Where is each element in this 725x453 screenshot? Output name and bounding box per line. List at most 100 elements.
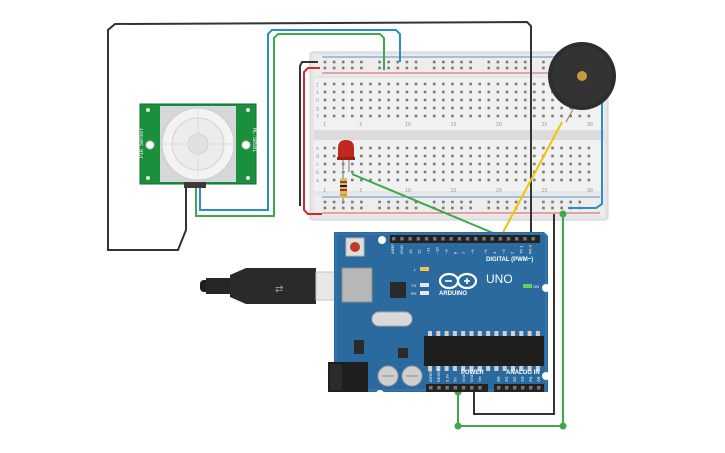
breadboard-hole[interactable]: [569, 114, 572, 118]
breadboard-hole[interactable]: [578, 162, 582, 166]
breadboard-hole[interactable]: [405, 162, 409, 166]
breadboard-hole[interactable]: [551, 114, 554, 118]
breadboard-hole[interactable]: [360, 146, 363, 150]
breadboard-hole[interactable]: [505, 98, 509, 102]
breadboard-hole[interactable]: [414, 154, 418, 158]
rail-hole[interactable]: [387, 200, 390, 204]
rail-hole[interactable]: [523, 66, 527, 70]
breadboard-hole[interactable]: [341, 98, 345, 102]
rail-hole[interactable]: [360, 206, 363, 210]
breadboard-hole[interactable]: [332, 114, 336, 118]
breadboard-hole[interactable]: [423, 170, 427, 174]
digital-pin[interactable]: [457, 237, 462, 241]
rail-hole[interactable]: [487, 206, 491, 210]
breadboard-hole[interactable]: [487, 178, 491, 182]
breadboard-hole[interactable]: [560, 114, 563, 118]
breadboard-hole[interactable]: [332, 98, 336, 102]
breadboard-hole[interactable]: [460, 146, 463, 150]
breadboard-hole[interactable]: [533, 114, 536, 118]
breadboard-hole[interactable]: [378, 106, 381, 110]
breadboard-hole[interactable]: [387, 178, 390, 182]
rail-hole[interactable]: [469, 200, 472, 204]
breadboard-hole[interactable]: [487, 146, 491, 150]
wire-blue-pir-signal[interactable]: [199, 29, 401, 211]
rail-hole[interactable]: [514, 60, 518, 64]
rail-hole[interactable]: [414, 66, 418, 70]
breadboard-hole[interactable]: [432, 170, 436, 174]
rail-hole[interactable]: [332, 206, 336, 210]
power-pin[interactable]: [453, 386, 458, 390]
breadboard-hole[interactable]: [360, 114, 363, 118]
digital-pin[interactable]: [498, 237, 503, 241]
breadboard-hole[interactable]: [451, 154, 454, 158]
breadboard-hole[interactable]: [442, 82, 445, 86]
breadboard-hole[interactable]: [423, 146, 427, 150]
breadboard-hole[interactable]: [533, 178, 536, 182]
breadboard-hole[interactable]: [332, 106, 336, 110]
breadboard-hole[interactable]: [533, 98, 536, 102]
rail-hole[interactable]: [396, 66, 400, 70]
breadboard-hole[interactable]: [414, 162, 418, 166]
breadboard-hole[interactable]: [332, 154, 336, 158]
rail-hole[interactable]: [351, 66, 354, 70]
breadboard-hole[interactable]: [560, 178, 563, 182]
breadboard-hole[interactable]: [323, 106, 327, 110]
breadboard-hole[interactable]: [542, 162, 545, 166]
breadboard-hole[interactable]: [569, 154, 572, 158]
rail-hole[interactable]: [396, 60, 400, 64]
rail-hole[interactable]: [351, 206, 354, 210]
breadboard-hole[interactable]: [469, 154, 472, 158]
rail-hole[interactable]: [432, 200, 436, 204]
rail-hole[interactable]: [551, 200, 554, 204]
breadboard-hole[interactable]: [396, 162, 400, 166]
breadboard-hole[interactable]: [587, 162, 591, 166]
breadboard-hole[interactable]: [387, 82, 390, 86]
rail-hole[interactable]: [378, 60, 381, 64]
breadboard-hole[interactable]: [432, 98, 436, 102]
breadboard-hole[interactable]: [551, 162, 554, 166]
breadboard-hole[interactable]: [551, 146, 554, 150]
rail-hole[interactable]: [542, 206, 545, 210]
wire-black-rail[interactable]: [299, 61, 318, 206]
rail-hole[interactable]: [378, 206, 381, 210]
wire-blue-buzzer[interactable]: [568, 92, 603, 209]
digital-pin[interactable]: [441, 237, 445, 241]
breadboard-hole[interactable]: [496, 114, 500, 118]
breadboard-hole[interactable]: [460, 82, 463, 86]
breadboard-hole[interactable]: [378, 146, 381, 150]
breadboard-hole[interactable]: [414, 170, 418, 174]
wire-black-pir-gnd[interactable]: [107, 20, 532, 251]
breadboard-hole[interactable]: [396, 98, 400, 102]
breadboard-hole[interactable]: [351, 90, 354, 94]
rail-hole[interactable]: [341, 60, 345, 64]
breadboard-hole[interactable]: [432, 178, 436, 182]
rail-hole[interactable]: [323, 60, 327, 64]
rail-hole[interactable]: [542, 200, 545, 204]
breadboard-hole[interactable]: [396, 106, 400, 110]
breadboard-hole[interactable]: [551, 106, 554, 110]
breadboard-hole[interactable]: [378, 98, 381, 102]
breadboard-hole[interactable]: [533, 90, 536, 94]
digital-pin[interactable]: [465, 237, 470, 241]
breadboard-hole[interactable]: [469, 82, 472, 86]
breadboard-hole[interactable]: [487, 90, 491, 94]
breadboard-hole[interactable]: [514, 146, 518, 150]
breadboard-hole[interactable]: [414, 146, 418, 150]
digital-pin[interactable]: [424, 237, 429, 241]
rail-hole[interactable]: [469, 206, 472, 210]
breadboard-hole[interactable]: [505, 106, 509, 110]
breadboard-hole[interactable]: [396, 114, 400, 118]
breadboard-hole[interactable]: [323, 114, 327, 118]
breadboard-hole[interactable]: [387, 106, 390, 110]
breadboard-hole[interactable]: [523, 98, 527, 102]
breadboard-hole[interactable]: [387, 154, 390, 158]
power-pin[interactable]: [445, 386, 449, 390]
breadboard-hole[interactable]: [451, 162, 454, 166]
breadboard-hole[interactable]: [432, 106, 436, 110]
breadboard-hole[interactable]: [351, 114, 354, 118]
breadboard-hole[interactable]: [323, 90, 327, 94]
breadboard-hole[interactable]: [332, 82, 336, 86]
breadboard-hole[interactable]: [469, 90, 472, 94]
analog-pin[interactable]: [521, 386, 525, 390]
resistor[interactable]: [340, 172, 347, 204]
